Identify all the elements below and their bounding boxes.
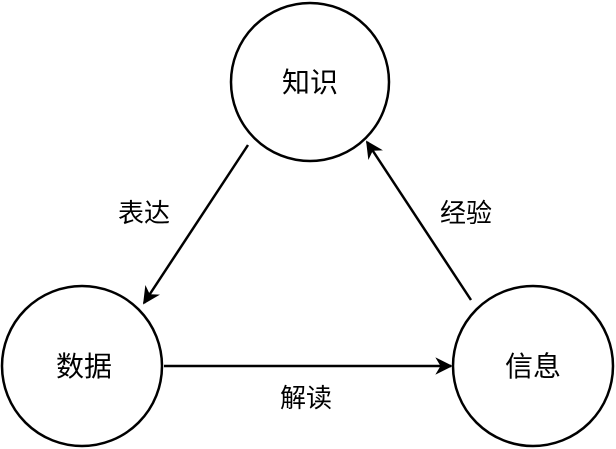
node-knowledge-circle	[229, 1, 391, 163]
edge-knowledge-to-data-label: 表达	[118, 199, 170, 229]
node-data-circle	[0, 284, 164, 448]
node-information-circle	[451, 284, 615, 448]
node-knowledge-label: 知识	[282, 66, 338, 99]
node-knowledge: 知识	[229, 1, 391, 163]
edge-information-to-knowledge-label: 经验	[440, 199, 492, 229]
edge-data-to-information-label: 解读	[280, 384, 332, 414]
node-information: 信息	[451, 284, 615, 448]
edge-knowledge-to-data-arrow	[142, 144, 250, 305]
node-data: 数据	[0, 284, 164, 448]
node-data-label: 数据	[56, 350, 112, 383]
node-information-label: 信息	[505, 350, 561, 383]
edge-information-to-knowledge-arrow	[365, 140, 473, 301]
